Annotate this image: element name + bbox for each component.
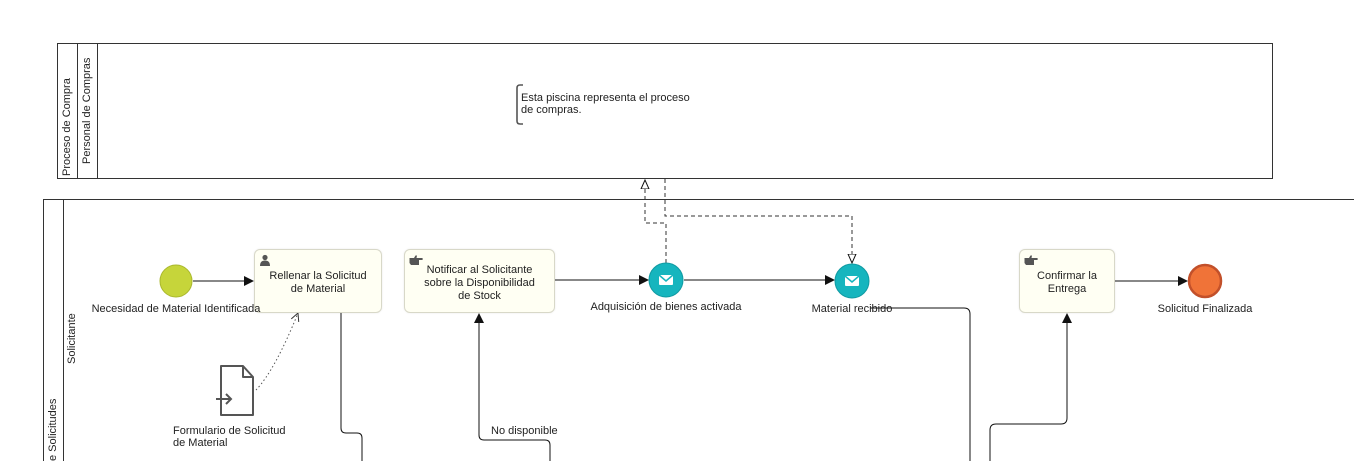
user-icon <box>260 254 270 266</box>
task2-label-line2: sobre la Disponibilidad <box>424 276 535 289</box>
top-pool-label: Proceso de Compra <box>61 78 73 176</box>
flow-no-disponible[interactable] <box>474 313 551 461</box>
annotation-text: Esta piscina representa el proceso de co… <box>521 92 690 116</box>
flow-to-task3[interactable] <box>989 313 1072 461</box>
msg1-event-label: Adquisición de bienes activada <box>590 301 742 313</box>
task1-label-line1: Rellenar la Solicitud <box>269 270 367 282</box>
flow-msg2-down[interactable] <box>870 307 971 461</box>
message-event-adquisicion[interactable] <box>648 262 684 298</box>
top-lane-label: Personal de Compras <box>81 57 93 164</box>
bottom-pool[interactable] <box>43 199 1354 461</box>
data-object-formulario[interactable] <box>216 365 254 416</box>
end-event[interactable] <box>1187 263 1223 299</box>
task-rellenar-solicitud[interactable]: Rellenar la Solicitud de Material <box>254 249 382 313</box>
annotation-line-1: Esta piscina representa el proceso <box>521 92 690 104</box>
bottom-pool-label: e Solicitudes <box>47 398 59 461</box>
annotation-line-2: de compras. <box>521 104 582 116</box>
data-object-label: Formulario de Solicitud de Material <box>173 425 286 449</box>
data-object-label-line1: Formulario de Solicitud <box>173 425 286 437</box>
bottom-lane-label: Solicitante <box>66 313 78 364</box>
message-flow-pool-to-msg2[interactable] <box>664 179 852 263</box>
start-event-label: Necesidad de Material Identificada <box>91 303 261 315</box>
end-event-label: Solicitud Finalizada <box>1157 303 1253 315</box>
data-association[interactable] <box>255 313 298 391</box>
flow-task1-down[interactable] <box>340 313 363 461</box>
msg2-event-label: Material recibido <box>811 303 893 315</box>
task1-label-line2: de Material <box>290 283 346 295</box>
task2-label-line1: Notificar al Solicitante <box>426 263 533 276</box>
hand-icon <box>409 255 423 265</box>
input-arrow-icon <box>216 393 233 405</box>
data-object-label-line2: de Material <box>173 437 228 449</box>
task-notificar-solicitante[interactable]: Notificar al Solicitante sobre la Dispon… <box>404 249 555 313</box>
top-pool[interactable] <box>57 43 1273 179</box>
flow-label-no-disponible: No disponible <box>491 425 558 437</box>
start-event[interactable] <box>159 264 193 298</box>
task-confirmar-entrega[interactable]: Confirmar la Entrega <box>1019 249 1115 313</box>
annotation-bracket <box>516 84 523 125</box>
message-event-material-recibido[interactable] <box>834 263 870 299</box>
message-flow-msg1-to-pool[interactable] <box>645 180 667 263</box>
task3-label-line2: Entrega <box>1047 283 1087 295</box>
task2-label-line3: de Stock <box>458 289 501 302</box>
hand-icon <box>1024 255 1038 265</box>
task3-label-line1: Confirmar la <box>1037 270 1097 282</box>
